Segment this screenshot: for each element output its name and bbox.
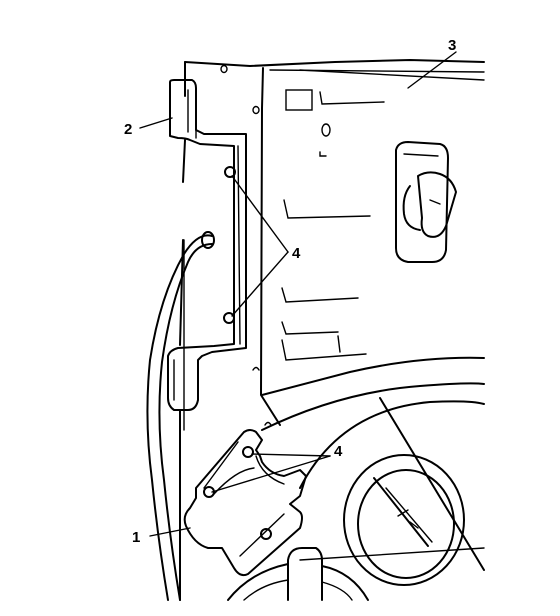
panel-details <box>261 89 485 396</box>
lower-housing <box>261 382 485 571</box>
bracket-item-2 <box>167 79 247 411</box>
door-panel <box>179 59 485 601</box>
callout-4-lower: 4 <box>334 443 343 460</box>
gauge-icon <box>343 454 465 586</box>
callout-4-upper: 4 <box>292 245 301 262</box>
callout-2: 2 <box>124 121 132 138</box>
cable-harness <box>146 231 215 601</box>
plate-item-1 <box>183 429 307 577</box>
callout-3: 3 <box>448 37 456 54</box>
callout-1: 1 <box>132 529 140 546</box>
door-handle-icon <box>395 141 457 263</box>
bottom-knob <box>227 547 369 601</box>
callout-leaders <box>139 51 457 537</box>
